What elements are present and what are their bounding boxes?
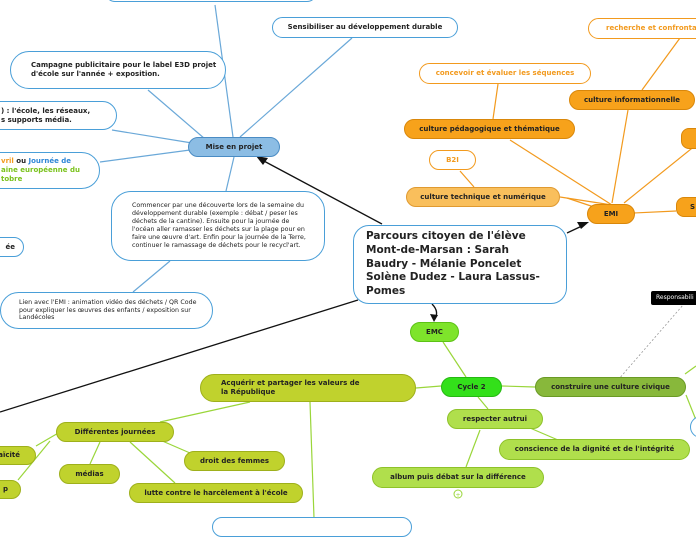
node-cycle2-label: Cycle 2 xyxy=(457,382,486,391)
node-commencer[interactable]: Commencer par une découverte lors de la … xyxy=(111,191,325,261)
node-mise-en-projet[interactable]: Mise en projet xyxy=(188,137,280,157)
node-sensibiliser[interactable]: Sensibiliser au développement durable xyxy=(272,17,458,38)
node-culture-peda[interactable]: culture pédagogique et thématique xyxy=(404,119,575,139)
node-campagne-label: Campagne publicitaire pour le label E3D … xyxy=(31,61,217,78)
node-concevoir-label: concevoir et évaluer les séquences xyxy=(435,69,575,78)
node-ecole-reseaux[interactable]: ) : l'école, les réseaux, s supports méd… xyxy=(0,101,117,130)
top-cut-bubble[interactable] xyxy=(105,0,317,2)
node-s[interactable]: S xyxy=(676,197,696,217)
node-culture-info[interactable]: culture informationnelle xyxy=(569,90,695,110)
node-respecter[interactable]: respecter autrui xyxy=(447,409,543,429)
node-differentes-journees-label: Différentes journées xyxy=(74,427,156,436)
avril-journee: Journée de xyxy=(28,157,72,166)
node-culture-peda-label: culture pédagogique et thématique xyxy=(419,124,560,133)
label-responsabilite-text: Responsabili xyxy=(656,294,694,302)
node-conscience-label: conscience de la dignité et de l'intégri… xyxy=(514,445,675,454)
node-b2i[interactable]: B2I xyxy=(429,150,476,170)
node-lien-emi[interactable]: Lien avec l'EMI : animation vidéo des dé… xyxy=(0,292,213,329)
node-acquerir[interactable]: Acquérir et partager les valeurs de la R… xyxy=(200,374,416,402)
node-respecter-label: respecter autrui xyxy=(462,414,528,423)
node-sensibiliser-label: Sensibiliser au développement durable xyxy=(287,23,443,32)
node-laicite-label: laïcité xyxy=(0,451,20,460)
svg-text:+: + xyxy=(456,492,461,499)
node-s-label: S xyxy=(690,202,696,211)
node-emi-label: EMI xyxy=(603,209,619,218)
node-recherche-label: recherche et confrontat xyxy=(606,24,696,33)
node-album[interactable]: album puis débat sur la différence xyxy=(372,467,544,488)
node-culture-tech-label: culture technique et numérique xyxy=(420,192,546,201)
node-campagne[interactable]: Campagne publicitaire pour le label E3D … xyxy=(10,51,226,89)
node-droit-femmes[interactable]: droit des femmes xyxy=(184,451,285,471)
node-ee[interactable]: ée xyxy=(0,237,24,257)
node-acquerir-label: Acquérir et partager les valeurs de la R… xyxy=(221,379,360,396)
node-lien-emi-label: Lien avec l'EMI : animation vidéo des dé… xyxy=(19,298,197,322)
root-node[interactable]: Parcours citoyen de l'élève Mont-de-Mars… xyxy=(353,225,567,304)
avril-ou: ou xyxy=(13,157,29,166)
node-laicite[interactable]: laïcité xyxy=(0,446,36,465)
node-cut-bottom-bubble[interactable] xyxy=(212,517,412,537)
node-album-label: album puis débat sur la différence xyxy=(390,473,526,482)
node-b2i-label: B2I xyxy=(446,155,459,164)
node-concevoir[interactable]: concevoir et évaluer les séquences xyxy=(419,63,591,84)
node-ecole-reseaux-line1: ) : l'école, les réseaux, xyxy=(1,106,91,115)
node-commencer-label: Commencer par une découverte lors de la … xyxy=(132,202,306,249)
avril-tobre: tobre xyxy=(1,174,23,183)
node-ecole-reseaux-line2: s supports média. xyxy=(1,115,72,124)
node-p-label: p xyxy=(2,485,8,494)
node-recherche[interactable]: recherche et confrontat xyxy=(588,18,696,39)
avril-text: vril xyxy=(1,157,14,166)
node-emi[interactable]: EMI xyxy=(587,204,635,224)
root-title: Parcours citoyen de l'élève Mont-de-Mars… xyxy=(366,230,540,297)
node-medias[interactable]: médias xyxy=(59,464,120,484)
node-cut-orange-right[interactable] xyxy=(681,128,696,149)
node-construire-label: construire une culture civique xyxy=(551,382,670,391)
node-culture-tech[interactable]: culture technique et numérique xyxy=(406,187,560,207)
node-emc[interactable]: EMC xyxy=(410,322,459,342)
node-ee-label: ée xyxy=(5,242,16,251)
node-journees-avril[interactable]: vril ou Journée de aine européenne du to… xyxy=(0,152,100,189)
node-medias-label: médias xyxy=(75,469,104,478)
node-construire[interactable]: construire une culture civique xyxy=(535,377,686,397)
node-conscience[interactable]: conscience de la dignité et de l'intégri… xyxy=(499,439,690,460)
connector-lines: + xyxy=(0,4,696,519)
node-cycle2[interactable]: Cycle 2 xyxy=(441,377,502,397)
label-responsabilite: Responsabili xyxy=(651,291,696,305)
node-emc-label: EMC xyxy=(426,327,443,336)
node-culture-info-label: culture informationnelle xyxy=(583,95,681,104)
node-droit-femmes-label: droit des femmes xyxy=(199,456,270,465)
node-harcelement-label: lutte contre le harcèlement à l'école xyxy=(144,488,288,497)
avril-europeenne: aine européenne du xyxy=(1,166,80,175)
node-harcelement[interactable]: lutte contre le harcèlement à l'école xyxy=(129,483,303,503)
node-differentes-journees[interactable]: Différentes journées xyxy=(56,422,174,442)
node-mise-en-projet-label: Mise en projet xyxy=(205,142,263,151)
node-p[interactable]: p xyxy=(0,480,21,499)
